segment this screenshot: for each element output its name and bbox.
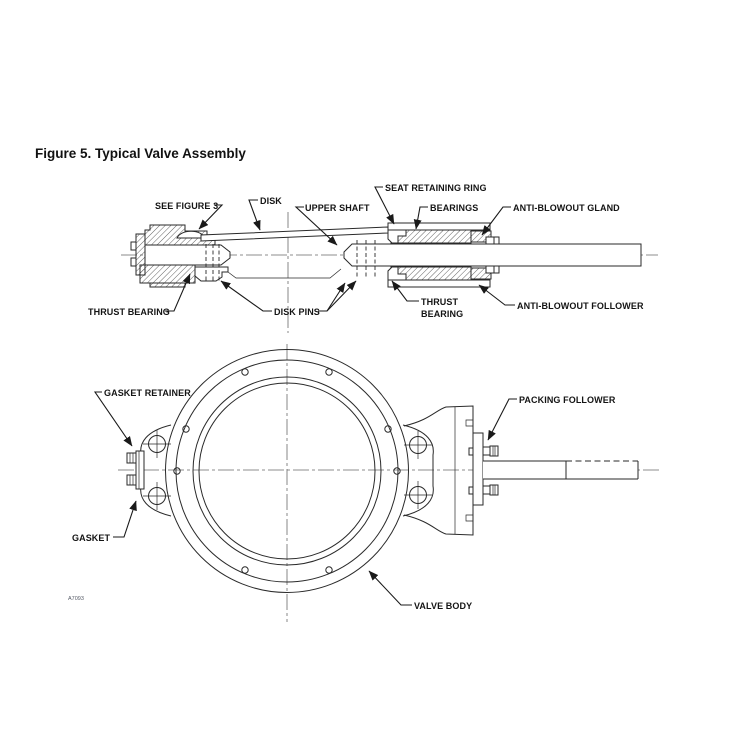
bolt-hole (182, 425, 190, 433)
anti-blowout-follower-leader (478, 284, 515, 306)
valve-body-leader (368, 570, 412, 606)
bolt-hole (241, 566, 249, 574)
label-disk-pins: DISK PINS (274, 307, 320, 317)
retainer-bolt-tab-upper (130, 241, 137, 251)
right-boss-lower (404, 481, 432, 509)
right-lower-cover-strip (387, 279, 491, 288)
disk-pins-leader-right-b (326, 280, 357, 312)
seat-retaining-ring-leader (374, 186, 395, 225)
bolt-hole (325, 368, 333, 376)
gasket-retainer-bolt-upper (126, 452, 137, 464)
disk-leader (248, 199, 261, 231)
gasket-retainer-leader (93, 391, 133, 447)
label-seat-retaining-ring: SEAT RETAINING RING (385, 183, 487, 193)
left-boss-upper (143, 430, 171, 458)
seat-retaining-ring-part (387, 229, 407, 244)
cross-section-view: SEE FIGURE 3 DISK UPPER SHAFT SEAT RETAI… (88, 183, 658, 333)
bearings-leader (413, 206, 428, 230)
left-lower-housing-step (149, 282, 186, 288)
packing-follower-plate (472, 432, 484, 506)
flange-inner-ring (175, 359, 399, 583)
label-gasket-retainer: GASKET RETAINER (104, 388, 191, 398)
disk-pins-leader-left (220, 280, 272, 312)
packing-follower-bolt-upper (468, 445, 499, 457)
label-anti-blowout-gland: ANTI-BLOWOUT GLAND (513, 203, 620, 213)
disk-edge (200, 226, 389, 242)
bolt-hole (173, 467, 181, 475)
bore-circle (198, 382, 376, 560)
gasket-leader (113, 500, 137, 538)
body-bore-line (227, 268, 342, 279)
front-view: GASKET RETAINER PACKING FOLLOWER GASKET … (72, 344, 660, 622)
anti-blowout-gland-leader (481, 206, 511, 236)
bolt-hole (325, 566, 333, 574)
seat-ring-circle (192, 376, 382, 566)
right-lower-seat (387, 266, 407, 281)
drive-shaft (483, 460, 639, 480)
thrust-bearing-right-leader (391, 280, 419, 302)
bolt-hole (393, 467, 401, 475)
packing-follower-bolt-lower (468, 484, 499, 496)
gasket-retainer-plate (135, 450, 145, 490)
bonnet-bracket (403, 405, 474, 536)
figure-title: Figure 5. Typical Valve Assembly (35, 146, 246, 161)
lower-stub-shaft (144, 244, 231, 266)
gasket-retainer-section (135, 233, 146, 276)
right-trunnion-ear (402, 424, 434, 517)
left-trunnion-ear (140, 424, 172, 517)
label-disk: DISK (260, 196, 282, 206)
label-anti-blowout-follower: ANTI-BLOWOUT FOLLOWER (517, 301, 644, 311)
figure-code: A7093 (68, 596, 84, 602)
upper-shaft-part (343, 243, 642, 267)
flange-bolt-holes (173, 368, 401, 574)
thrust-bearing-left-leader (165, 273, 191, 312)
bolt-hole (241, 368, 249, 376)
label-packing-follower: PACKING FOLLOWER (519, 395, 616, 405)
left-lower-seat (194, 266, 229, 282)
bonnet-notches (465, 419, 473, 522)
bolt-hole (384, 425, 392, 433)
label-upper-shaft: UPPER SHAFT (305, 203, 370, 213)
right-boss-upper (404, 431, 432, 459)
label-thrust-bearing-right: THRUST BEARING (421, 297, 463, 319)
label-see-figure-3: SEE FIGURE 3 (155, 201, 218, 211)
gasket-retainer-bolt-lower (126, 474, 137, 486)
right-upper-cover-strip (387, 222, 491, 231)
valve-body-outer-flange (165, 349, 409, 593)
upper-shaft-leader (294, 206, 338, 246)
label-valve-body: VALVE BODY (414, 601, 472, 611)
packing-follower-leader (487, 398, 517, 441)
left-boss-lower (143, 482, 171, 510)
see-figure-3-leader (198, 204, 224, 230)
retainer-bolt-tab-lower (130, 257, 137, 267)
label-thrust-bearing-left: THRUST BEARING (88, 307, 170, 317)
label-bearings: BEARINGS (430, 203, 478, 213)
label-gasket: GASKET (72, 533, 111, 543)
